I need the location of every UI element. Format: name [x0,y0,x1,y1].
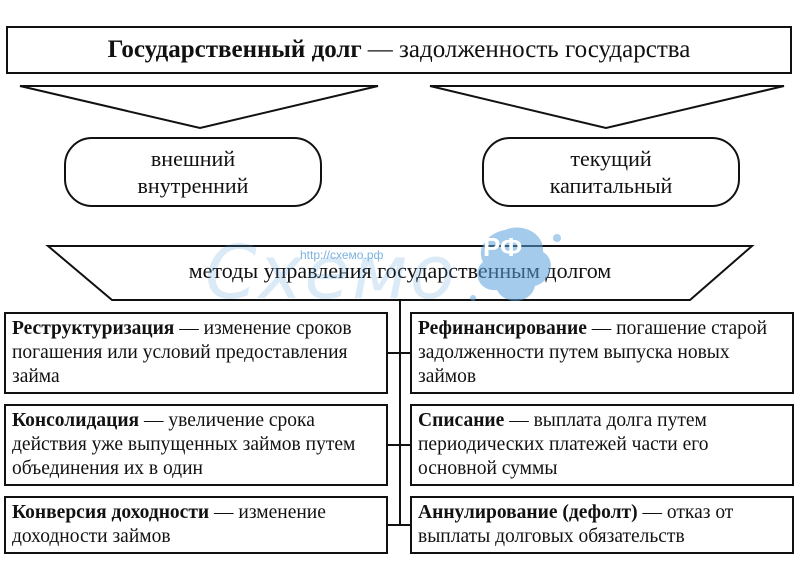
method-definition: — изменение доходности займов [12,502,326,547]
method-box-yield-conversion: Конверсия доходности — изменение доходно… [4,496,388,554]
method-definition: — отказ от выплаты долговых обязательств [418,502,734,547]
debt-type-external: внешний [150,146,236,171]
method-box-write-off: Списание — выплата долга путем периодиче… [410,404,794,486]
method-term: Конверсия доходности [12,502,210,523]
method-box-restructuring: Реструктуризация — изменение сроков пога… [4,312,388,394]
title-definition: — задолженность государства [367,36,691,63]
method-term: Консолидация [12,410,140,431]
title-box: Государственный долг — задолженность гос… [6,26,792,74]
method-box-consolidation: Консолидация — увеличение срока действия… [4,404,388,486]
method-definition: — увеличение срока действия уже выпущенн… [12,410,356,479]
debt-type-current: текущий [570,146,652,171]
method-term: Реструктуризация [12,318,175,339]
method-definition: — погашение старой задолженности путем в… [418,318,768,387]
left-down-arrow [19,85,379,130]
title-term: Государственный долг [107,36,362,63]
method-definition: — изменение сроков погашения или условий… [12,318,352,387]
right-down-arrow [429,85,785,130]
method-box-annulment: Аннулирование (дефолт) — отказ от выплат… [410,496,794,554]
debt-type-box-left: внешний внутренний [64,137,322,207]
methods-label: методы управления государственным долгом [188,258,612,283]
method-box-refinancing: Рефинансирование — погашение старой задо… [410,312,794,394]
method-definition: — выплата долга путем периодических плат… [418,410,709,479]
method-term: Аннулирование (дефолт) [418,502,638,523]
debt-type-internal: внутренний [137,173,249,198]
method-term: Списание [418,410,505,431]
debt-type-capital: капитальный [549,173,673,198]
debt-type-box-right: текущий капитальный [482,137,740,207]
method-term: Рефинансирование [418,318,587,339]
